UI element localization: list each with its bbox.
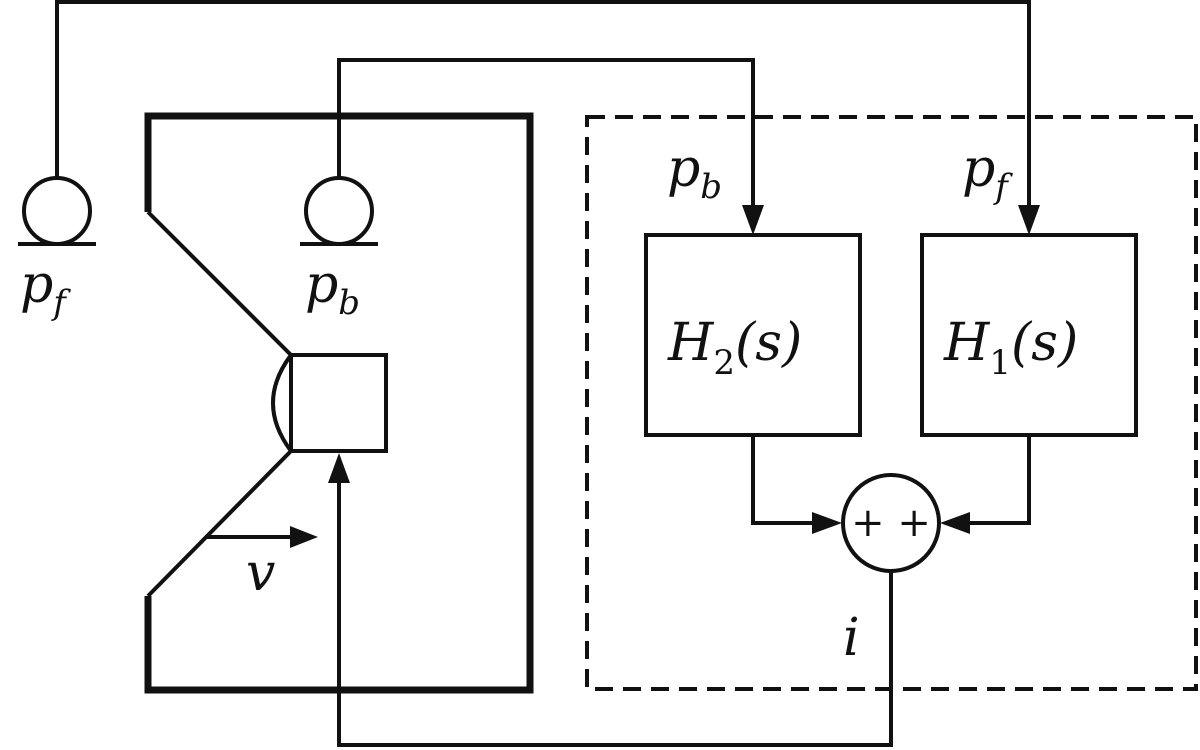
- pb-left-main: p: [305, 255, 338, 315]
- microphone-pb: [304, 176, 374, 246]
- h2-label: H2(s): [667, 313, 802, 383]
- h1-arg: (s): [1011, 313, 1078, 373]
- microphone-pb-label: pb: [305, 255, 360, 323]
- pb-right-sub: b: [700, 167, 722, 207]
- pb-left-sub: b: [338, 283, 360, 323]
- pf-signal-wire: [55, 0, 1031, 208]
- h2-arg: (s): [735, 313, 802, 373]
- speaker-magnet: [289, 353, 388, 453]
- pb-arrowhead: [742, 205, 764, 235]
- h1-input-label: pf: [962, 139, 1013, 207]
- speaker-cone: [146, 210, 293, 598]
- h1-main: H: [943, 313, 991, 373]
- h2-output-arrowhead: [812, 512, 842, 534]
- h2-main: H: [667, 313, 715, 373]
- microphone-pf-label: pf: [20, 255, 71, 323]
- pf-left-sub: f: [50, 283, 71, 323]
- h1-sub: 1: [989, 343, 1011, 383]
- pf-right-main: p: [962, 139, 995, 199]
- current-arrowhead: [328, 453, 350, 483]
- pf-right-sub: f: [992, 167, 1013, 207]
- pb-signal-wire: [337, 58, 755, 208]
- summing-signs: + +: [851, 500, 931, 546]
- h2-sub: 2: [713, 343, 735, 383]
- h1-output-wire: [967, 435, 1031, 525]
- h1-label: H1(s): [943, 313, 1078, 383]
- enclosure: [144, 112, 534, 694]
- h2-output-wire: [751, 435, 815, 525]
- velocity-label: v: [246, 543, 275, 603]
- h2-input-label: pb: [667, 139, 722, 207]
- speaker-diaphragm: [271, 353, 293, 453]
- h1-output-arrowhead: [940, 512, 970, 534]
- microphone-pf: [22, 176, 92, 246]
- pb-right-main: p: [667, 139, 700, 199]
- current-label: i: [843, 608, 860, 668]
- pf-arrowhead: [1018, 205, 1040, 235]
- pf-left-main: p: [20, 255, 53, 315]
- current-wire: [337, 480, 893, 747]
- velocity-arrowhead: [290, 526, 318, 548]
